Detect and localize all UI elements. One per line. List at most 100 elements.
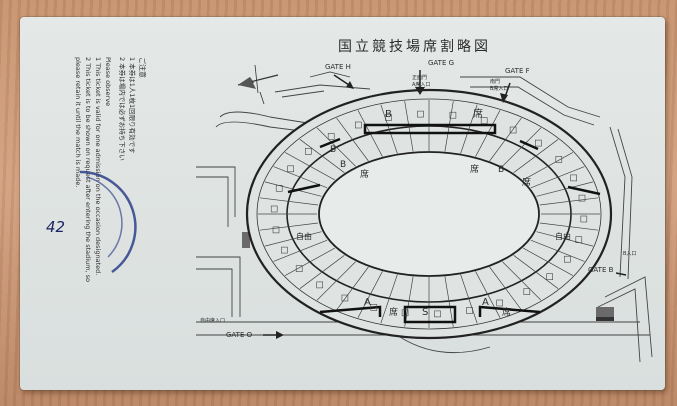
gate-o-side: 自由席入口: [200, 317, 225, 324]
gate-b-label: GATE B: [588, 266, 614, 274]
map-title: 国立競技場席割略図: [338, 38, 491, 55]
stadium-bowl: [245, 88, 613, 340]
free-seat-right: 自由: [555, 231, 571, 241]
gate-g-arrowhead-icon: [415, 87, 425, 95]
seat-number-box: [316, 281, 324, 289]
seat-divider-line: [316, 261, 356, 301]
seat-divider-line: [444, 276, 454, 327]
seat-number-box: [354, 121, 362, 129]
seat-divider-line: [513, 255, 559, 289]
date-stamp: 42: [46, 170, 137, 274]
notes-heading: ご注意: [138, 57, 147, 78]
seat-char-north-right: 席: [473, 107, 483, 120]
gate-h-arrowhead-icon: [346, 81, 354, 89]
seat-number-box: [546, 273, 554, 281]
notes-en-1b: Please observe: [104, 57, 112, 106]
seat-number-boxes: [270, 110, 588, 318]
notes-en-2b: please retain it until the match is made…: [74, 57, 82, 187]
gate-o-arrowhead-icon: [276, 331, 284, 339]
gate-f-label: GATE F: [505, 67, 530, 75]
a-seat-label-right: A: [482, 297, 489, 308]
notes-column: ご注意 1 本券は1人1枚1回限り有効です 2 本券は場内では必ずお持ち下さい …: [74, 57, 147, 282]
seat-divider-line: [299, 139, 345, 173]
seat-number-box: [466, 307, 473, 314]
gate-o-label: GATE O: [226, 331, 253, 339]
seat-divider-line: [380, 274, 398, 324]
seat-divider-line: [259, 222, 319, 231]
seat-divider-line: [264, 231, 322, 247]
gate-b-arrow-icon: [615, 272, 627, 276]
seat-char-nw: 席: [360, 168, 369, 180]
notes-en-2a: 2 This ticket is to be shown on request …: [84, 57, 92, 282]
seat-number-box: [281, 246, 288, 254]
seat-divider-line: [523, 247, 574, 276]
seat-divider-line: [284, 247, 335, 276]
gate-f-arrowhead-icon: [500, 93, 508, 103]
seat-divider-line: [502, 127, 542, 167]
gate-b-side: B入口: [623, 251, 636, 257]
stamp-text: 42: [46, 218, 65, 236]
seat-divider-line: [316, 127, 356, 167]
seat-divider-line: [475, 271, 501, 318]
gate-f-sub: B席入口: [490, 85, 508, 92]
seat-number-box: [327, 133, 335, 140]
seat-number-box: [272, 226, 280, 234]
notes-en-1a: 1 This ticket is valid for one admission…: [94, 57, 102, 275]
seat-number-box: [570, 174, 577, 182]
b-seat-label-ne: B: [498, 165, 504, 175]
seat-number-box: [563, 255, 571, 263]
seat-divider-line: [536, 231, 594, 247]
seat-divider-line: [336, 117, 369, 162]
seat-divider-line: [539, 197, 599, 206]
seat-number-box: [578, 194, 586, 202]
seat-number-box: [480, 117, 488, 124]
seat-divider-line: [404, 101, 414, 152]
seat-divider-line: [489, 117, 522, 162]
gate-h-label: GATE H: [325, 63, 351, 71]
seat-number-box: [275, 185, 283, 192]
seat-number-box: [580, 215, 588, 223]
seat-number-box: [555, 156, 563, 163]
seat-divider-line: [357, 271, 383, 318]
seat-number-box: [523, 288, 531, 295]
seat-number-box: [434, 310, 441, 318]
seat-number-box: [401, 309, 409, 317]
seat-divider-line: [536, 181, 594, 197]
gate-g-sub: A席入口: [412, 81, 430, 88]
seat-number-box: [575, 236, 583, 243]
seat-char-ne: 席: [470, 163, 479, 175]
seat-divider-line: [513, 139, 559, 173]
gate-f-top: 南門: [490, 78, 500, 85]
seat-divider-line: [460, 274, 478, 324]
seat-divider-line: [502, 261, 542, 301]
seat-divider-line: [380, 104, 398, 154]
seat-divider-line: [530, 239, 585, 262]
seat-number-box: [304, 148, 312, 155]
seat-divider-line: [336, 266, 369, 311]
seat-divider-line: [530, 166, 585, 189]
b-seat-label-nw-2: B: [340, 160, 346, 170]
seat-divider-line: [259, 197, 319, 206]
seat-number-box: [370, 304, 378, 311]
seat-number-box: [287, 165, 295, 173]
s-seat-label: S: [422, 307, 428, 318]
seat-divider-line: [489, 266, 522, 311]
free-seat-left: 自由: [296, 231, 312, 241]
seat-divider-line: [460, 104, 478, 154]
stand-walls: [287, 123, 601, 324]
seat-divider-line: [539, 222, 599, 231]
seat-char-south-right: 席: [502, 306, 511, 318]
seat-number-box: [496, 299, 504, 307]
seat-number-box: [417, 110, 424, 118]
a-seat-label-left: A: [364, 297, 371, 308]
section-labels: B 席 B B 席 席 B 席 自由 自由 A 席 S A 席: [296, 107, 571, 318]
seat-divider-line: [299, 255, 345, 289]
notes-jp-1: 1 本券は1人1枚1回限り有効です: [128, 57, 137, 154]
seat-number-box: [385, 114, 392, 121]
gate-g-label: GATE G: [428, 59, 454, 67]
seat-char-ne-2: 席: [522, 176, 531, 188]
seat-divider-line: [264, 181, 322, 197]
seat-number-box: [295, 265, 303, 272]
notes-jp-2: 2 本券は場内では必ずお持ち下さい: [118, 57, 127, 161]
b-seat-label-nw: B: [330, 145, 336, 155]
